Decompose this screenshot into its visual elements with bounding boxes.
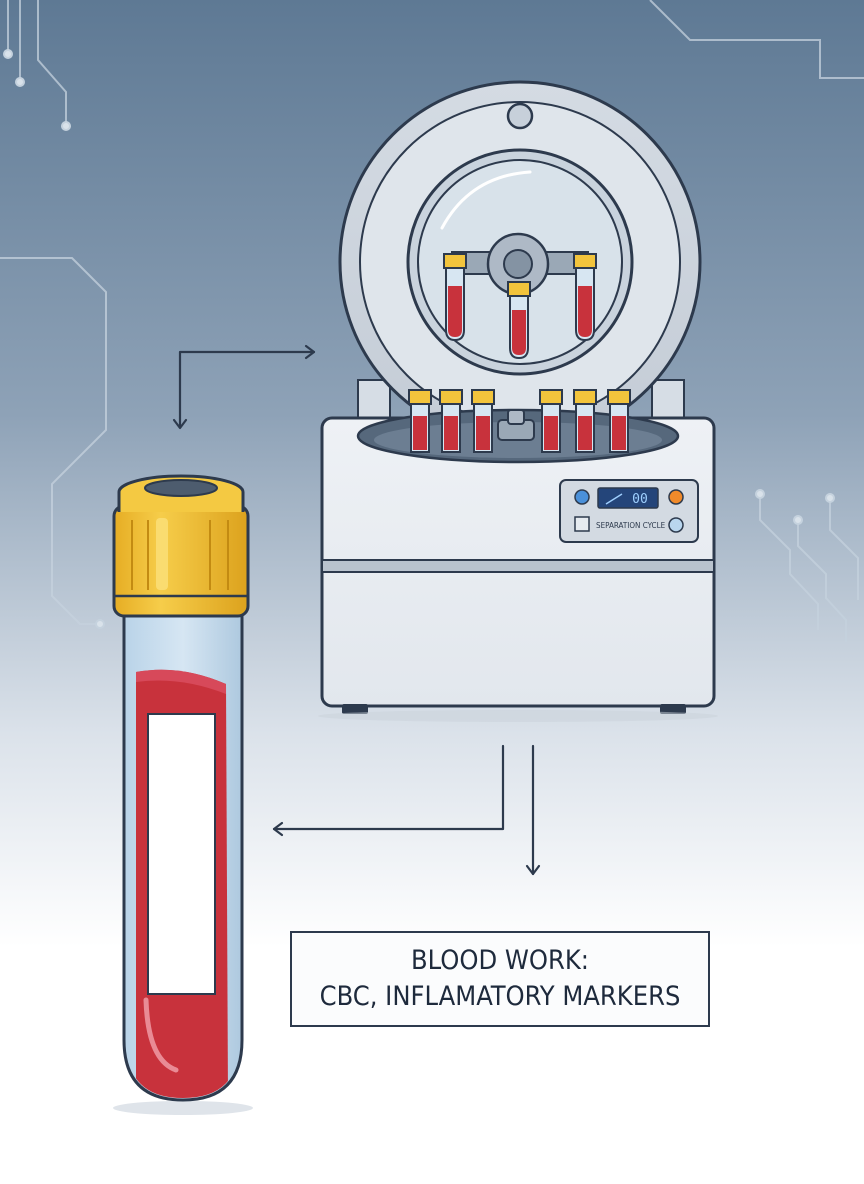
control-knob bbox=[668, 517, 684, 533]
tube-label bbox=[147, 713, 216, 995]
circuit-trace-icon bbox=[0, 0, 864, 642]
caption-line-2: CBC, INFLAMATORY MARKERS bbox=[319, 981, 681, 1012]
rotor-tube bbox=[443, 253, 467, 342]
blood-tube-icon bbox=[112, 474, 253, 1115]
panel-label: SEPARATION CYCLE bbox=[596, 521, 666, 530]
speed-display bbox=[597, 487, 659, 509]
bowl-tubes bbox=[408, 389, 631, 453]
speed-display-value: 00 bbox=[632, 492, 648, 507]
lid-latch bbox=[506, 102, 534, 130]
centrifuge-icon: 00 SEPARATION CYCLE bbox=[318, 80, 718, 722]
rotor-tube bbox=[573, 253, 597, 342]
indicator-light-orange bbox=[668, 489, 684, 505]
start-button bbox=[574, 516, 590, 532]
caption-line-1: BLOOD WORK: bbox=[410, 945, 589, 976]
arrow-icon bbox=[172, 344, 541, 876]
rotor-tube bbox=[507, 281, 531, 360]
control-panel bbox=[559, 479, 699, 543]
indicator-light-blue bbox=[574, 489, 590, 505]
circuit-node-icon bbox=[3, 49, 835, 629]
caption-box: BLOOD WORK: CBC, INFLAMATORY MARKERS bbox=[290, 931, 710, 1027]
